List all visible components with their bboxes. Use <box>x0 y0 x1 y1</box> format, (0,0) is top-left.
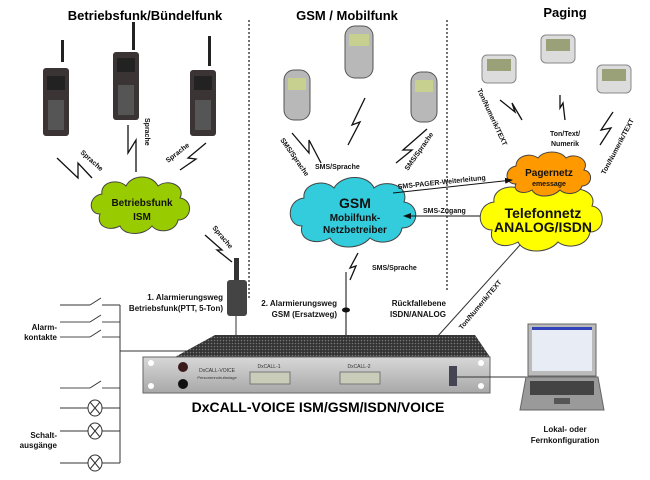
paging-signal-bolt-icon <box>559 95 566 121</box>
radio-handset-icon <box>113 22 139 120</box>
alarm-path-2-line2: GSM (Ersatzweg) <box>272 310 338 319</box>
alarm-contacts <box>60 297 120 338</box>
alarm-contacts-line1: Alarm- <box>32 323 58 332</box>
display-1-label: DxCALL-1 <box>257 364 280 370</box>
display-1 <box>249 371 291 385</box>
ton-numerik-text-label: Ton/Numerik/TEXT <box>475 88 508 148</box>
device-brand-line1: DxCALL-VOICE <box>199 368 236 374</box>
ism-signal-bolt-icon <box>204 234 233 263</box>
gsm-antenna-base <box>342 307 350 313</box>
numerik-label: Numerik <box>551 141 579 148</box>
ton-numerik-text-label: Ton/Numerik/TEXT <box>601 117 637 176</box>
cloud-gsm: GSM Mobilfunk- Netzbetreiber <box>289 177 417 248</box>
sprache-label: Sprache <box>143 118 150 146</box>
lamp-icon <box>87 422 103 440</box>
lamp-icon <box>87 399 103 417</box>
switch-outputs-line1: Schalt- <box>30 431 57 440</box>
cloud-ism-line1: Betriebsfunk <box>111 198 173 209</box>
display-2-label: DxCALL-2 <box>347 364 370 370</box>
pager-icon <box>481 54 517 84</box>
fallback-line2: ISDN/ANALOG <box>390 310 446 319</box>
lamp-icon <box>87 454 103 472</box>
radio-signal-bolt-icon <box>179 142 207 171</box>
pager-icon <box>596 64 632 94</box>
cloud-gsm-line3: Netzbetreiber <box>323 225 387 236</box>
cloud-telefonnetz: Telefonnetz ANALOG/ISDN <box>479 182 603 252</box>
gsm-antenna-bolt-icon <box>348 252 359 281</box>
serial-port <box>449 366 457 386</box>
cloud-telefon-line1: Telefonnetz <box>505 205 582 221</box>
sms-sprache-label: SMS/Sprache <box>372 265 417 272</box>
sms-sprache-label: SMS/Sprache <box>404 131 435 172</box>
radio-signal-bolt-icon <box>56 157 93 180</box>
pager-icon <box>540 34 576 64</box>
gsm-signal-bolt-icon <box>395 128 428 164</box>
alarm-path-1-line2: Betriebsfunk(PTT, 5-Ton) <box>129 304 223 313</box>
section-title-gsm: GSM / Mobilfunk <box>296 8 399 23</box>
section-title-paging: Paging <box>543 5 586 20</box>
sms-sprache-label: SMS/Sprache <box>278 137 309 178</box>
ton-numerik-text-label: Ton/Numerik/TEXT <box>458 279 504 332</box>
laptop-icon <box>519 323 605 411</box>
switch-outputs-line2: ausgänge <box>20 441 58 450</box>
switch-outputs <box>60 380 120 464</box>
sms-pager-label: SMS-PAGER-Weiterleitung <box>397 175 486 191</box>
sms-zugang-label: SMS-Zugang <box>423 208 466 215</box>
radio-handset-icon <box>190 36 216 136</box>
cloud-pager-line2: emessage <box>532 181 566 188</box>
paging-signal-bolt-icon <box>599 111 614 146</box>
alarm-path-1-line1: 1. Alarmierungsweg <box>147 293 223 302</box>
gsm-signal-bolt-icon <box>347 97 366 146</box>
telefon-device-wire <box>436 244 521 338</box>
cloud-betriebsfunk-ism: Betriebsfunk ISM <box>90 176 190 234</box>
sprache-label: Sprache <box>210 225 233 251</box>
mobile-phone-icon <box>410 71 438 123</box>
alarm-path-2-line1: 2. Alarmierungsweg <box>261 299 337 308</box>
device-brand-line2: Personennotrufanlage <box>197 375 237 380</box>
radio-signal-bolt-icon <box>127 125 137 172</box>
sms-pager-arrow <box>392 177 513 194</box>
fallback-line1: Rückfallebene <box>392 299 447 308</box>
cloud-ism-line2: ISM <box>133 212 151 223</box>
sprache-label: Sprache <box>165 142 191 165</box>
section-title-betriebsfunk: Betriebsfunk/Bündelfunk <box>68 8 223 23</box>
sprache-label: Sprache <box>79 149 104 173</box>
alarm-contacts-line2: kontakte <box>24 333 57 342</box>
mobile-phone-icon <box>283 69 311 121</box>
cloud-gsm-line2: Mobilfunk- <box>330 213 381 224</box>
cloud-pagernetz: Pagernetz emessage <box>506 151 591 197</box>
config-line1: Lokal- oder <box>543 425 586 434</box>
paging-signal-bolt-icon <box>499 99 523 121</box>
device-title: DxCALL-VOICE ISM/GSM/ISDN/VOICE <box>192 399 445 415</box>
cloud-gsm-line1: GSM <box>339 195 371 211</box>
dxcall-device: DxCALL-VOICE Personennotrufanlage DxCALL… <box>142 335 491 394</box>
ton-text-label: Ton/Text/ <box>550 131 580 138</box>
sms-sprache-label: SMS/Sprache <box>315 164 360 171</box>
cloud-telefon-line2: ANALOG/ISDN <box>494 219 592 235</box>
config-line2: Fernkonfiguration <box>531 436 600 445</box>
gsm-signal-bolt-icon <box>291 132 322 164</box>
radio-module-icon <box>227 258 247 316</box>
cloud-pager-line1: Pagernetz <box>525 168 573 179</box>
mobile-phone-icon <box>344 25 374 79</box>
display-2 <box>339 371 381 385</box>
radio-handset-icon <box>43 40 69 136</box>
